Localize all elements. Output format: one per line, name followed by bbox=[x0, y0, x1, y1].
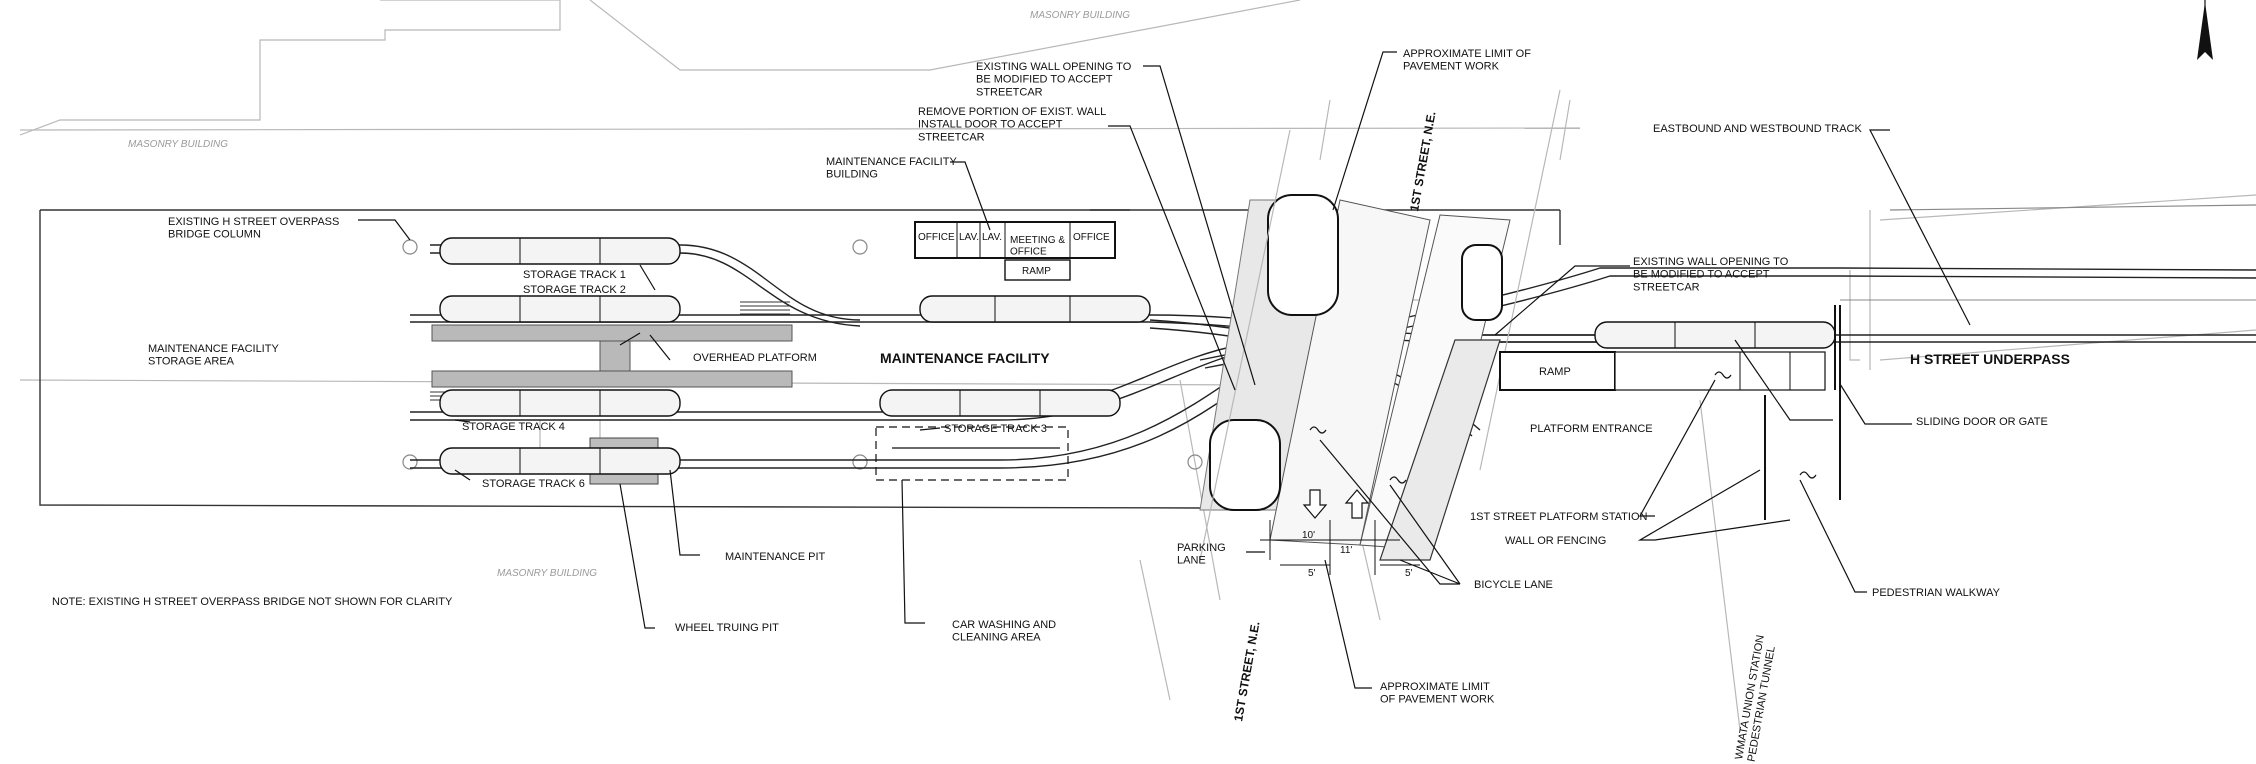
bridge-column-icon bbox=[402, 454, 418, 470]
ramp-right-label: RAMP bbox=[1539, 366, 1571, 378]
streetcar bbox=[919, 295, 1151, 323]
streetcars bbox=[439, 237, 1836, 475]
bridge-column-icon bbox=[852, 454, 868, 470]
overhead-platform-label: OVERHEAD PLATFORM bbox=[693, 352, 817, 364]
room-office-label: OFFICE bbox=[918, 232, 955, 243]
room-lav-label: LAV. bbox=[982, 232, 1002, 243]
room-meeting-label: MEETING &OFFICE bbox=[1010, 235, 1065, 258]
storage-track-2-label: STORAGE TRACK 2 bbox=[523, 284, 626, 296]
room-lav-label: LAV. bbox=[959, 232, 979, 243]
car-washing-area bbox=[875, 426, 1069, 481]
bridge-column-icon bbox=[1187, 454, 1203, 470]
streetcar bbox=[439, 237, 681, 265]
maintenance-facility-title: MAINTENANCE FACILITY bbox=[880, 350, 1050, 366]
direction-arrow-icon bbox=[1302, 489, 1328, 519]
wmata-tunnel-label: WMATA UNION STATIONPEDESTRIAN TUNNEL bbox=[1733, 634, 1779, 763]
overhead-platform bbox=[430, 301, 793, 401]
masonry-building-label: MASONRY BUILDING bbox=[128, 139, 228, 150]
bridge-column-icon bbox=[852, 239, 868, 255]
dimension-5ft-label: 5' bbox=[1308, 568, 1316, 579]
bridge-column-icon bbox=[402, 239, 418, 255]
dimension-5ft-label: 5' bbox=[1405, 568, 1413, 579]
leader-lines bbox=[358, 51, 1971, 689]
dimension-10ft-label: 10' bbox=[1302, 530, 1315, 541]
bicycle-lane-label: BICYCLE LANE bbox=[1474, 579, 1553, 591]
platform-station bbox=[1499, 305, 1841, 520]
streetcar bbox=[1594, 321, 1836, 349]
masonry-building-label: MASONRY BUILDING bbox=[497, 568, 597, 579]
dimension-lines bbox=[1260, 520, 1420, 575]
direction-arrow-icon bbox=[1344, 489, 1370, 519]
room-ramp-label: RAMP bbox=[1022, 266, 1051, 277]
bicycle-symbol-icon bbox=[1309, 371, 1817, 484]
streetcar bbox=[879, 389, 1121, 417]
first-street-label-top: 1ST STREET, N.E. bbox=[1407, 110, 1438, 212]
first-street-label-bottom: 1ST STREET, N.E. bbox=[1231, 620, 1262, 722]
storage-track-3-label: STORAGE TRACK 3 bbox=[944, 423, 1047, 435]
wall-fencing-label: WALL OR FENCING bbox=[1505, 535, 1606, 547]
note-label: NOTE: EXISTING H STREET OVERPASS BRIDGE … bbox=[52, 596, 453, 608]
maintenance-facility-building bbox=[914, 221, 1116, 281]
first-street-platform-label: 1ST STREET PLATFORM STATION bbox=[1470, 511, 1648, 523]
storage-track-4-label: STORAGE TRACK 4 bbox=[462, 421, 565, 433]
wheel-truing-pit-label: WHEEL TRUING PIT bbox=[675, 622, 779, 634]
north-arrow-icon bbox=[2197, 0, 2213, 60]
platform-entrance-label: PLATFORM ENTRANCE bbox=[1530, 423, 1653, 435]
room-office-label: OFFICE bbox=[1073, 232, 1110, 243]
streetcar bbox=[439, 389, 681, 417]
storage-track-6-label: STORAGE TRACK 6 bbox=[482, 478, 585, 490]
pedestrian-walkway-label: PEDESTRIAN WALKWAY bbox=[1872, 587, 2001, 599]
h-street-underpass-title: H STREET UNDERPASS bbox=[1910, 351, 2070, 367]
eastbound-westbound-label: EASTBOUND AND WESTBOUND TRACK bbox=[1653, 123, 1862, 135]
sliding-door-label: SLIDING DOOR OR GATE bbox=[1916, 416, 2048, 428]
streetcar bbox=[439, 447, 681, 475]
streetcar bbox=[439, 295, 681, 323]
first-street bbox=[1199, 89, 1571, 561]
dimension-11ft-label: 11' bbox=[1340, 545, 1352, 556]
storage-track-1-label: STORAGE TRACK 1 bbox=[523, 269, 626, 281]
masonry-building-label: MASONRY BUILDING bbox=[1030, 10, 1130, 21]
maintenance-pit-label: MAINTENANCE PIT bbox=[725, 551, 826, 563]
